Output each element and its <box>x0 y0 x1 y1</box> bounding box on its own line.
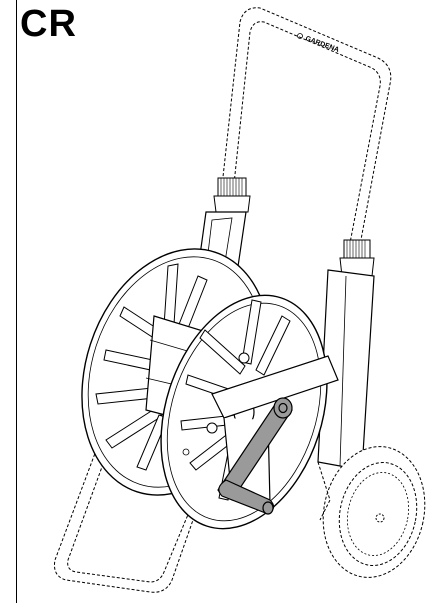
brand-badge: GARDENA <box>297 33 340 54</box>
crank-handle[interactable] <box>217 397 293 515</box>
cart-wheel <box>322 446 426 578</box>
cart-frame-dashed <box>54 7 392 593</box>
left-frame-coupling <box>213 177 251 213</box>
section-label: CR <box>20 3 77 45</box>
brand-label: GARDENA <box>304 35 340 54</box>
page-margin-rule <box>16 0 17 603</box>
right-frame-coupling <box>339 239 375 277</box>
